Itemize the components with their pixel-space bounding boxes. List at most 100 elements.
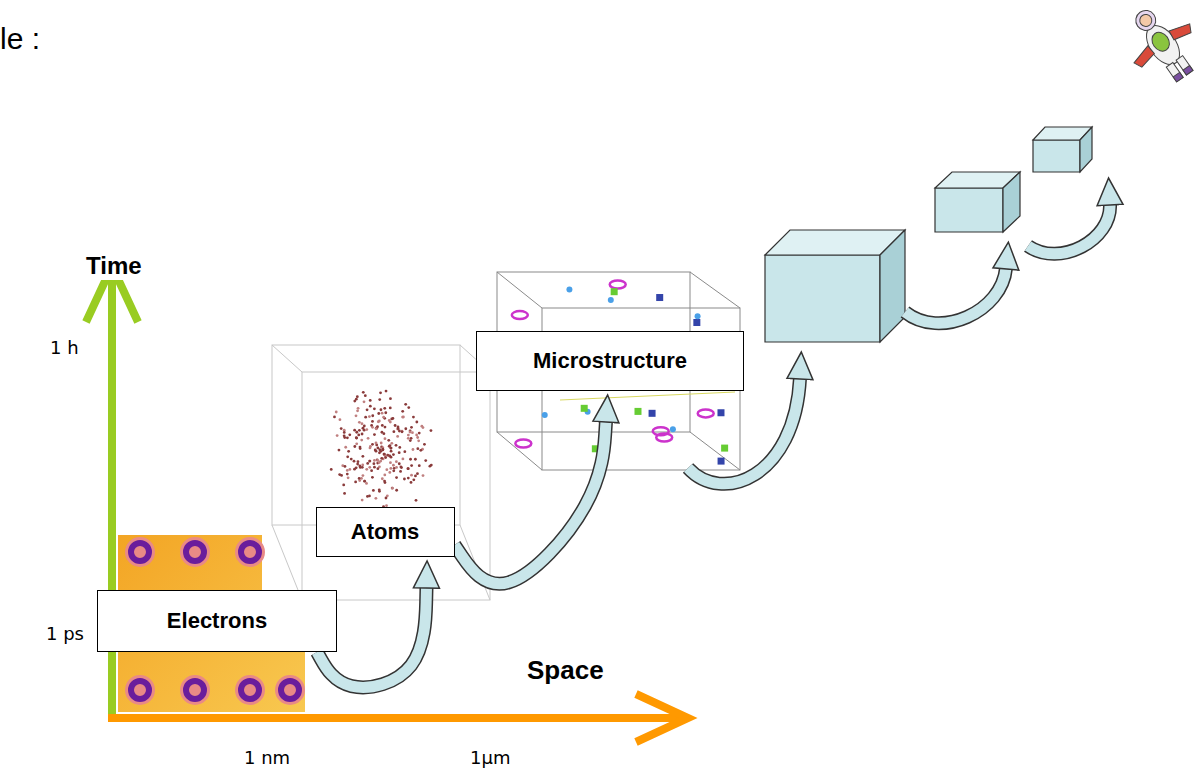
atom-dot — [419, 449, 422, 452]
atom-dot — [358, 429, 361, 432]
atom-dot — [392, 453, 395, 456]
atom-dot — [365, 428, 368, 431]
time-axis — [86, 266, 138, 722]
atom-dot — [390, 418, 393, 421]
figure-leg — [1176, 56, 1193, 75]
atom-dot — [361, 422, 364, 425]
atom-dot — [407, 434, 410, 437]
box-text: Electrons — [167, 609, 267, 633]
atom-dot — [385, 497, 388, 500]
atom-dot — [384, 437, 387, 440]
ring — [281, 681, 299, 699]
atom-dot — [407, 437, 410, 440]
atom-dot — [357, 433, 360, 436]
atom-dot — [353, 460, 356, 463]
atom-dot — [390, 447, 393, 450]
atom-dot — [350, 458, 353, 461]
atom-dot — [390, 456, 393, 459]
cluster-cube — [634, 408, 641, 415]
cube-edge — [272, 525, 302, 600]
atom-dot — [346, 473, 349, 476]
atom-dot — [369, 405, 372, 408]
atom-dot — [418, 464, 421, 467]
arrow-body — [455, 421, 607, 584]
block-face — [935, 188, 1003, 232]
atom-dot — [392, 430, 395, 433]
atom-dot — [407, 406, 410, 409]
arrow-outline — [688, 378, 800, 484]
atom-dot — [353, 445, 356, 448]
density-ring — [125, 537, 155, 567]
atom-dot — [360, 439, 363, 442]
atom-dot — [355, 414, 358, 417]
density-ring — [180, 537, 210, 567]
atom-dot — [367, 437, 370, 440]
atom-dot — [381, 424, 384, 427]
block-face — [765, 255, 880, 342]
atom-dot — [407, 467, 410, 470]
atom-dot — [374, 449, 377, 452]
atom-dot — [389, 461, 392, 464]
atom-dot — [380, 457, 383, 460]
atom-dot — [376, 467, 379, 470]
figure-boot — [1173, 72, 1183, 82]
atom-dot — [358, 421, 361, 424]
atom-dot — [342, 484, 345, 487]
atom-dot — [395, 489, 398, 492]
atom-dot — [392, 469, 395, 472]
ring — [241, 681, 259, 699]
atom-dot — [377, 412, 380, 415]
arrow-outline — [455, 421, 607, 584]
atom-dot — [376, 459, 379, 462]
cube-diagonal — [560, 392, 735, 400]
atom-dot — [378, 451, 381, 454]
atom-dot — [355, 437, 358, 440]
atom-dot — [368, 460, 371, 463]
atom-dot — [412, 478, 415, 481]
atom-dot — [424, 459, 427, 462]
atom-dot — [395, 476, 398, 479]
atom-dot — [384, 411, 387, 414]
ring-halo — [125, 675, 155, 705]
atom-dot — [384, 426, 387, 429]
atom-dot — [386, 454, 389, 457]
atom-dot — [400, 466, 403, 469]
density-ring — [180, 675, 210, 705]
block-side — [1080, 127, 1092, 172]
atom-dot — [409, 439, 412, 442]
atom-dot — [423, 443, 426, 446]
ring-halo — [275, 675, 305, 705]
vacancy-cube — [656, 294, 663, 301]
atom-dot — [358, 465, 361, 468]
atom-dot — [399, 466, 402, 469]
atom-dot — [362, 474, 365, 477]
atom-dot — [365, 468, 368, 471]
atom-dot — [356, 395, 359, 398]
ring — [131, 543, 149, 561]
atom-dot — [395, 460, 398, 463]
atom-dot — [344, 446, 347, 449]
cluster-cube — [721, 445, 728, 452]
atom-dot — [412, 416, 415, 419]
scale-arrow — [1028, 204, 1110, 254]
atom-dot — [348, 468, 351, 471]
atom-dot — [339, 418, 342, 421]
atom-dot — [343, 434, 346, 437]
atom-dot — [389, 407, 392, 410]
axis-arrowhead — [636, 694, 688, 742]
atom-dot — [335, 411, 338, 414]
atom-dot — [409, 458, 412, 461]
atom-dot — [390, 450, 393, 453]
atom-dot — [343, 492, 346, 495]
stage-label-box: Atoms — [316, 507, 455, 557]
dislocation-loop — [698, 409, 714, 417]
ring — [241, 543, 259, 561]
atom-dot — [410, 481, 413, 484]
atom-dot — [364, 394, 367, 397]
atom-dot — [369, 460, 372, 463]
figure-wing — [1168, 19, 1194, 43]
atom-dot — [371, 420, 374, 423]
scale-transfer-arrow — [455, 421, 607, 584]
stage-label-box: Electrons — [97, 590, 337, 652]
medium-block — [935, 172, 1020, 232]
